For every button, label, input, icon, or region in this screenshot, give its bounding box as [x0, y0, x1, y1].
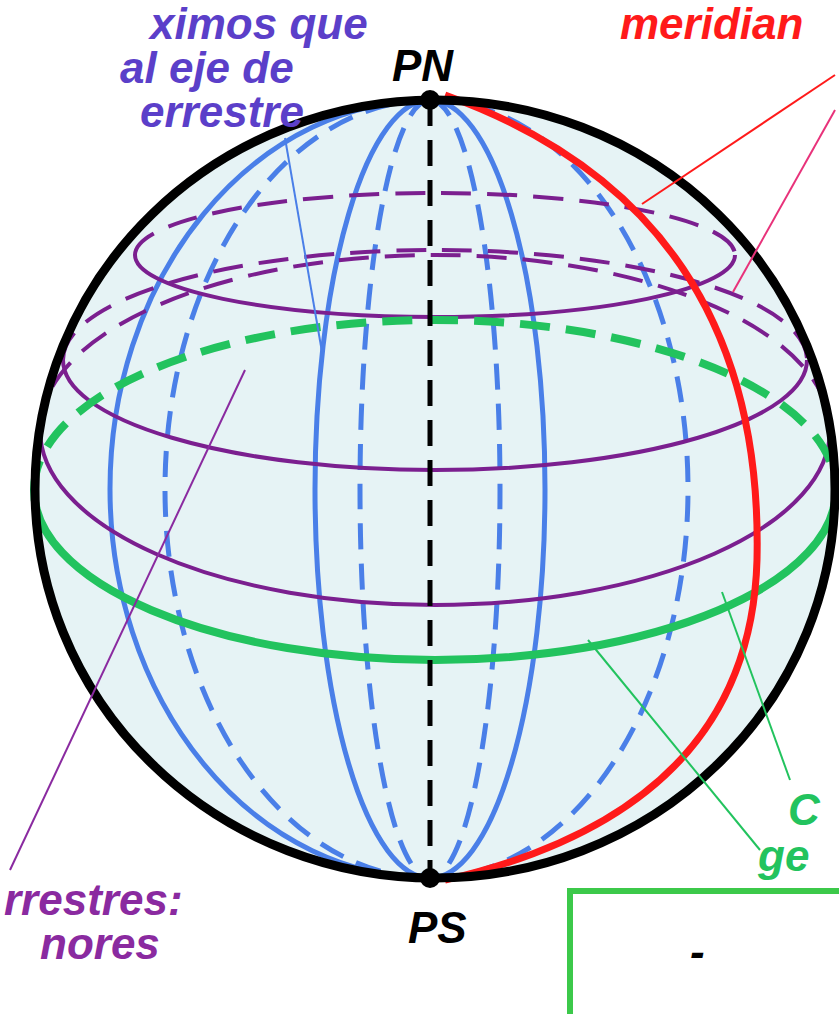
leader-line [285, 138, 322, 352]
meridian-line [430, 100, 500, 878]
green-box [570, 891, 839, 1014]
equator-label: ge [758, 834, 809, 878]
parallel-line [63, 250, 807, 360]
axis-label: errestre [140, 90, 304, 134]
leader-line [722, 592, 790, 780]
meridian-line [165, 100, 430, 878]
parallel-line [34, 490, 836, 660]
box-text: - [690, 930, 705, 974]
globe-outline [35, 100, 835, 878]
north-pole [420, 90, 440, 110]
earth-axis [428, 100, 433, 878]
meridian-line [315, 100, 430, 878]
leader-line [642, 75, 835, 204]
parallel-line [40, 430, 830, 605]
parallel-line [63, 360, 807, 470]
leader-line [588, 640, 760, 850]
pole-label: PN [392, 44, 453, 88]
axis-label: al eje de [120, 46, 294, 90]
pole-label: PS [408, 906, 467, 950]
parallels [34, 193, 836, 660]
meridian-line [110, 100, 430, 878]
leader-line [733, 110, 835, 292]
meridian-label: meridian [620, 2, 803, 46]
parallel-label: rrestres: [4, 878, 183, 922]
equator-label: C [788, 788, 820, 832]
meridians [110, 100, 688, 878]
leader-line [10, 370, 245, 870]
parallel-label: nores [40, 922, 160, 966]
meridian-line [430, 100, 545, 878]
parallel-line [135, 255, 735, 317]
globe-fill [35, 100, 835, 878]
parallel-line [34, 320, 836, 490]
south-pole [420, 868, 440, 888]
axis-label: ximos que [150, 2, 368, 46]
meridian-line [430, 100, 688, 878]
parallel-line [40, 255, 830, 430]
meridian-line [360, 100, 430, 878]
